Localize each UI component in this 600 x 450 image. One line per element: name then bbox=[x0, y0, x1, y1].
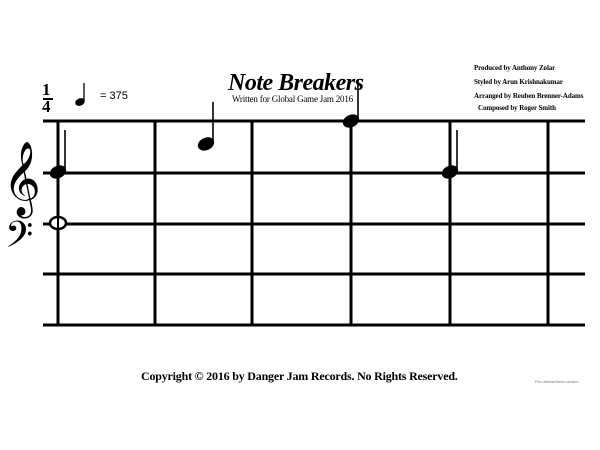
credit-styled: Styled by Arun Krishnakumar bbox=[474, 78, 563, 86]
copyright-text: Copyright © 2016 by Danger Jam Records. … bbox=[141, 369, 458, 383]
notes-layer bbox=[48, 79, 459, 231]
note-5 bbox=[441, 130, 459, 179]
note-3 bbox=[197, 101, 215, 151]
credit-composed: Composed by Roger Smith bbox=[478, 104, 556, 112]
footnote-text: Pre-release/beta version bbox=[535, 379, 579, 384]
bass-clef-icon: 𝄢 bbox=[5, 214, 33, 265]
credit-arranged: Arranged by Reuben Brenner-Adams bbox=[474, 92, 584, 100]
tempo-value: = 375 bbox=[100, 90, 128, 102]
game-subtitle: Written for Global Game Jam 2016 bbox=[232, 94, 353, 104]
game-title: Note Breakers bbox=[228, 70, 364, 96]
note-1 bbox=[49, 130, 67, 179]
time-signature-bar bbox=[43, 98, 53, 100]
note-2 bbox=[48, 215, 68, 231]
time-signature-top: 1 bbox=[42, 80, 51, 99]
tempo-quarter-note-icon bbox=[75, 83, 85, 106]
time-signature-bottom: 4 bbox=[42, 97, 51, 116]
note-4 bbox=[342, 79, 360, 128]
staff-lines bbox=[43, 119, 585, 327]
credit-produced: Produced by Anthony Zolar bbox=[474, 64, 556, 72]
treble-clef-icon: 𝄞 bbox=[3, 142, 41, 219]
